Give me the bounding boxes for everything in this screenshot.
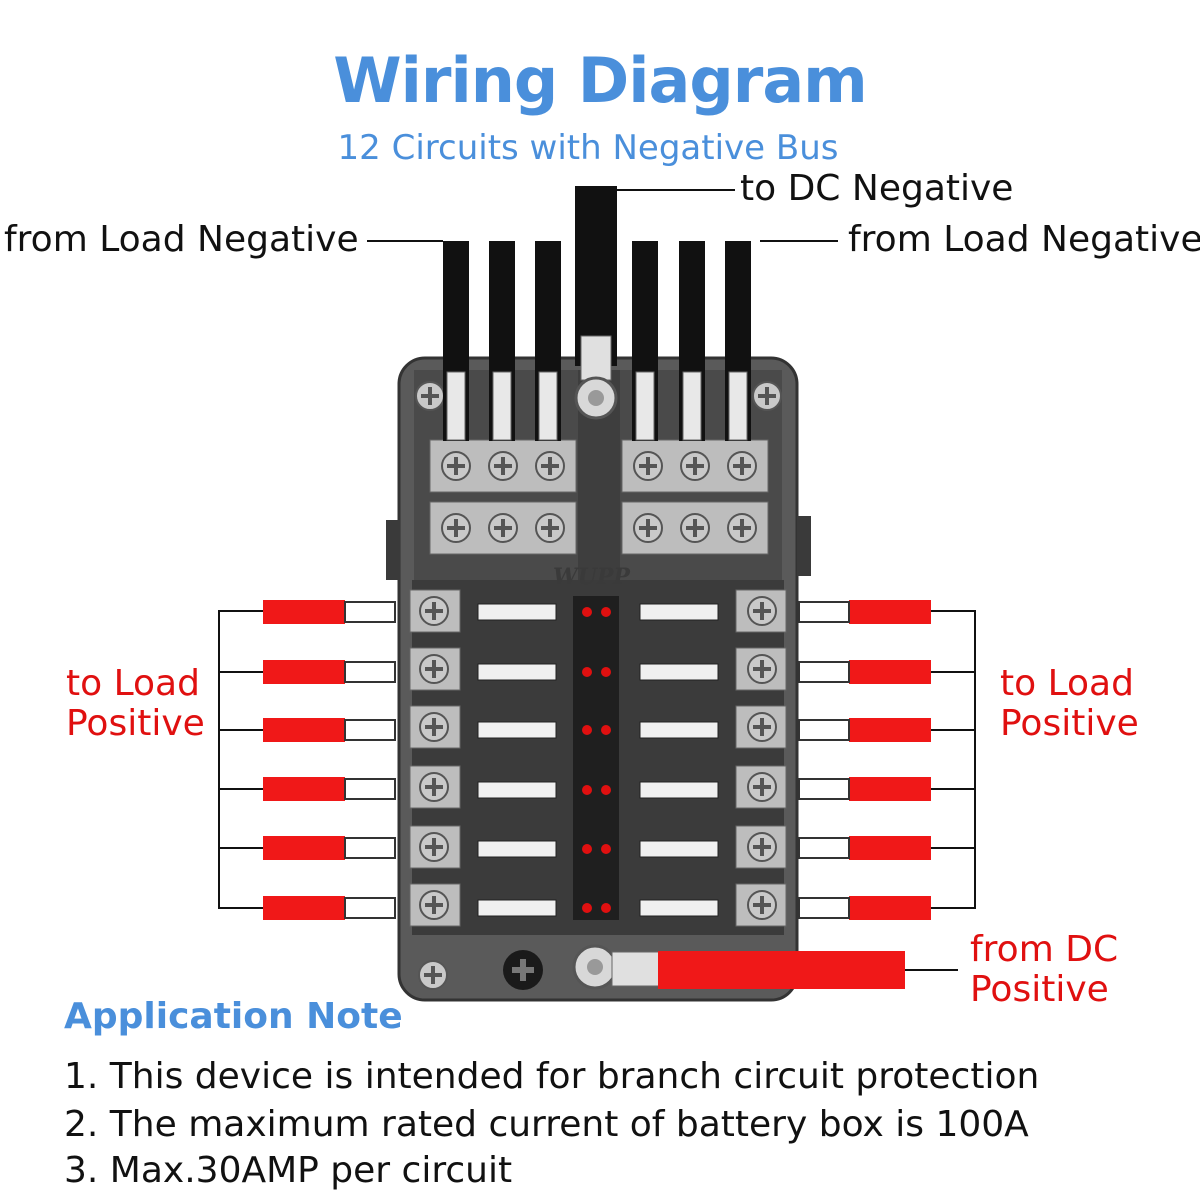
application-note-item-2: 2. The maximum rated current of battery … xyxy=(64,1104,1029,1145)
load-positive-left-line2: Positive xyxy=(66,703,205,744)
dc-positive-wire xyxy=(658,951,905,989)
dc-positive-line2: Positive xyxy=(970,969,1109,1010)
diagram-title: Wiring Diagram xyxy=(333,44,868,117)
fuse-indicator-leds xyxy=(582,607,611,913)
positive-terminals-left xyxy=(409,589,461,927)
load-positive-left-line1: to Load xyxy=(66,663,200,704)
load-positive-right-line1: to Load xyxy=(1000,663,1134,704)
negative-bus-terminals-bottom xyxy=(429,501,769,555)
diagram-subtitle: 12 Circuits with Negative Bus xyxy=(337,128,839,168)
load-positive-right-line2: Positive xyxy=(1000,703,1139,744)
dc-positive-line1: from DC xyxy=(970,929,1119,970)
load-negative-label-right: from Load Negative xyxy=(848,219,1200,260)
load-negative-label-left: from Load Negative xyxy=(4,219,359,260)
application-note-title: Application Note xyxy=(64,996,403,1037)
application-note-item-1: 1. This device is intended for branch ci… xyxy=(64,1056,1040,1097)
load-positive-wires-right xyxy=(798,600,976,920)
fuse-slots xyxy=(477,603,719,917)
load-positive-label-left: to Load Positive xyxy=(66,664,205,744)
load-positive-wires-left xyxy=(218,600,396,920)
dc-positive-label: from DC Positive xyxy=(970,930,1118,1010)
load-positive-label-right: to Load Positive xyxy=(1000,664,1139,744)
positive-terminals-right xyxy=(735,589,787,927)
negative-bus-terminals-top xyxy=(429,439,769,493)
brand-logo: WUPP xyxy=(553,564,630,590)
application-note-item-3: 3. Max.30AMP per circuit xyxy=(64,1150,513,1191)
dc-negative-label: to DC Negative xyxy=(740,168,1014,209)
